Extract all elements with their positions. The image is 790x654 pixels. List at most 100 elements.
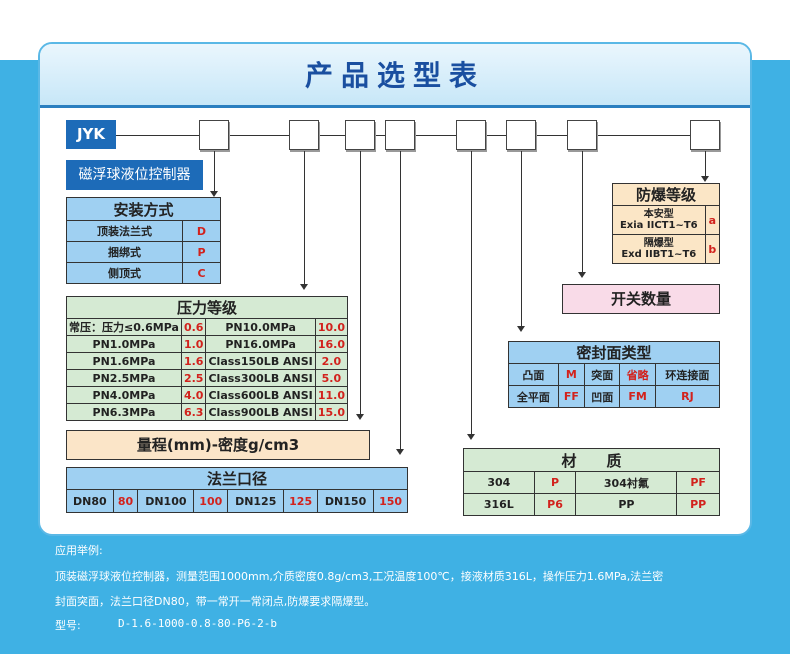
option-label: 凸面 bbox=[508, 363, 559, 386]
option-label: Class900LB ANSI bbox=[205, 403, 316, 421]
connector-line bbox=[705, 151, 706, 176]
code-slot-box bbox=[506, 120, 536, 150]
arrow-down-icon bbox=[578, 272, 586, 278]
option-label: 304 bbox=[463, 471, 535, 494]
page-title: 产品选型表 bbox=[304, 59, 485, 92]
code-slot-box bbox=[345, 120, 375, 150]
example-heading: 应用举例: bbox=[55, 544, 103, 557]
option-label: DN80 bbox=[66, 489, 114, 513]
connector-line bbox=[400, 151, 401, 449]
install-code: C bbox=[182, 262, 221, 284]
option-code: 100 bbox=[193, 489, 229, 513]
option-code: 5.0 bbox=[314, 369, 349, 387]
material-title: 材 质 bbox=[463, 448, 720, 472]
option-label: PP bbox=[575, 493, 678, 516]
option-code: 0.6 bbox=[180, 318, 207, 336]
option-label: PN4.0MPa bbox=[66, 386, 182, 404]
option-label: Class600LB ANSI bbox=[205, 386, 316, 404]
code-slot-box bbox=[199, 120, 229, 150]
option-code: 80 bbox=[112, 489, 139, 513]
title-banner: 产品选型表 bbox=[40, 44, 750, 108]
connector-line bbox=[214, 151, 215, 191]
option-label: 304衬氟 bbox=[575, 471, 678, 494]
code-slot-box bbox=[567, 120, 597, 150]
option-label: PN10.0MPa bbox=[205, 318, 316, 336]
option-code: 150 bbox=[373, 489, 408, 513]
option-label: 突面 bbox=[584, 363, 621, 386]
seal-title: 密封面类型 bbox=[508, 341, 720, 364]
option-label: 全平面 bbox=[508, 385, 559, 408]
arrow-down-icon bbox=[396, 449, 404, 455]
option-code: 6.3 bbox=[180, 403, 207, 421]
arrow-down-icon bbox=[701, 176, 709, 182]
code-slot-box bbox=[690, 120, 720, 150]
install-code: D bbox=[182, 220, 221, 242]
explosion-code: a bbox=[704, 205, 721, 235]
arrow-down-icon bbox=[356, 414, 364, 420]
option-label: DN150 bbox=[317, 489, 375, 513]
explosion-grade: Exia IICT1~T6 bbox=[619, 220, 698, 231]
switch-count-field: 开关数量 bbox=[562, 284, 720, 314]
option-code: 2.0 bbox=[314, 352, 349, 370]
install-title: 安装方式 bbox=[66, 197, 221, 221]
model-prefix: JYK bbox=[66, 120, 116, 149]
flange-title: 法兰口径 bbox=[66, 467, 408, 490]
option-code: 省略 bbox=[619, 363, 656, 386]
explosion-type: 本安型 bbox=[643, 209, 674, 220]
install-label: 顶装法兰式 bbox=[66, 220, 183, 242]
option-label: 凹面 bbox=[584, 385, 621, 408]
option-label: DN100 bbox=[137, 489, 195, 513]
option-label: PN2.5MPa bbox=[66, 369, 182, 387]
option-code: 11.0 bbox=[314, 386, 349, 404]
option-label: Class300LB ANSI bbox=[205, 369, 316, 387]
option-label: 常压：压力≤0.6MPa bbox=[66, 318, 182, 336]
arrow-down-icon bbox=[467, 434, 475, 440]
option-label: PN16.0MPa bbox=[205, 335, 316, 353]
explosion-title: 防爆等级 bbox=[612, 183, 720, 206]
install-code: P bbox=[182, 241, 221, 263]
example-line-1: 顶装磁浮球液位控制器，测量范围1000mm,介质密度0.8g/cm3,工况温度1… bbox=[55, 570, 664, 583]
option-code: 1.6 bbox=[180, 352, 207, 370]
connector-line bbox=[582, 151, 583, 272]
arrow-down-icon bbox=[517, 326, 525, 332]
option-label: PN6.3MPa bbox=[66, 403, 182, 421]
option-code: 4.0 bbox=[180, 386, 207, 404]
explosion-code: b bbox=[704, 234, 721, 264]
option-code: 10.0 bbox=[314, 318, 349, 336]
option-code: FF bbox=[557, 385, 586, 408]
option-label: DN125 bbox=[227, 489, 285, 513]
option-code: FM bbox=[619, 385, 656, 408]
option-code: 1.0 bbox=[180, 335, 207, 353]
option-code: RJ bbox=[654, 385, 721, 408]
example-model-code: D-1.6-1000-0.8-80-P6-2-b bbox=[118, 617, 277, 630]
option-code: 环连接面 bbox=[654, 363, 721, 386]
arrow-down-icon bbox=[300, 284, 308, 290]
install-label: 捆绑式 bbox=[66, 241, 183, 263]
pressure-title: 压力等级 bbox=[66, 296, 348, 319]
product-name: 磁浮球液位控制器 bbox=[66, 160, 203, 190]
code-slot-box bbox=[385, 120, 415, 150]
option-code: 2.5 bbox=[180, 369, 207, 387]
option-label: Class150LB ANSI bbox=[205, 352, 316, 370]
option-code: 16.0 bbox=[314, 335, 349, 353]
explosion-type: 隔爆型 bbox=[643, 238, 674, 249]
option-label: PN1.0MPa bbox=[66, 335, 182, 353]
option-code: M bbox=[557, 363, 586, 386]
connector-line bbox=[471, 151, 472, 434]
option-code: 15.0 bbox=[314, 403, 349, 421]
example-model-label: 型号: bbox=[55, 619, 81, 632]
option-code: 125 bbox=[283, 489, 319, 513]
option-label: PN1.6MPa bbox=[66, 352, 182, 370]
range-density-field: 量程(mm)-密度g/cm3 bbox=[66, 430, 370, 460]
code-slot-box bbox=[289, 120, 319, 150]
install-label: 侧顶式 bbox=[66, 262, 183, 284]
arrow-down-icon bbox=[210, 191, 218, 197]
option-code: PF bbox=[676, 471, 720, 494]
option-label: 316L bbox=[463, 493, 535, 516]
